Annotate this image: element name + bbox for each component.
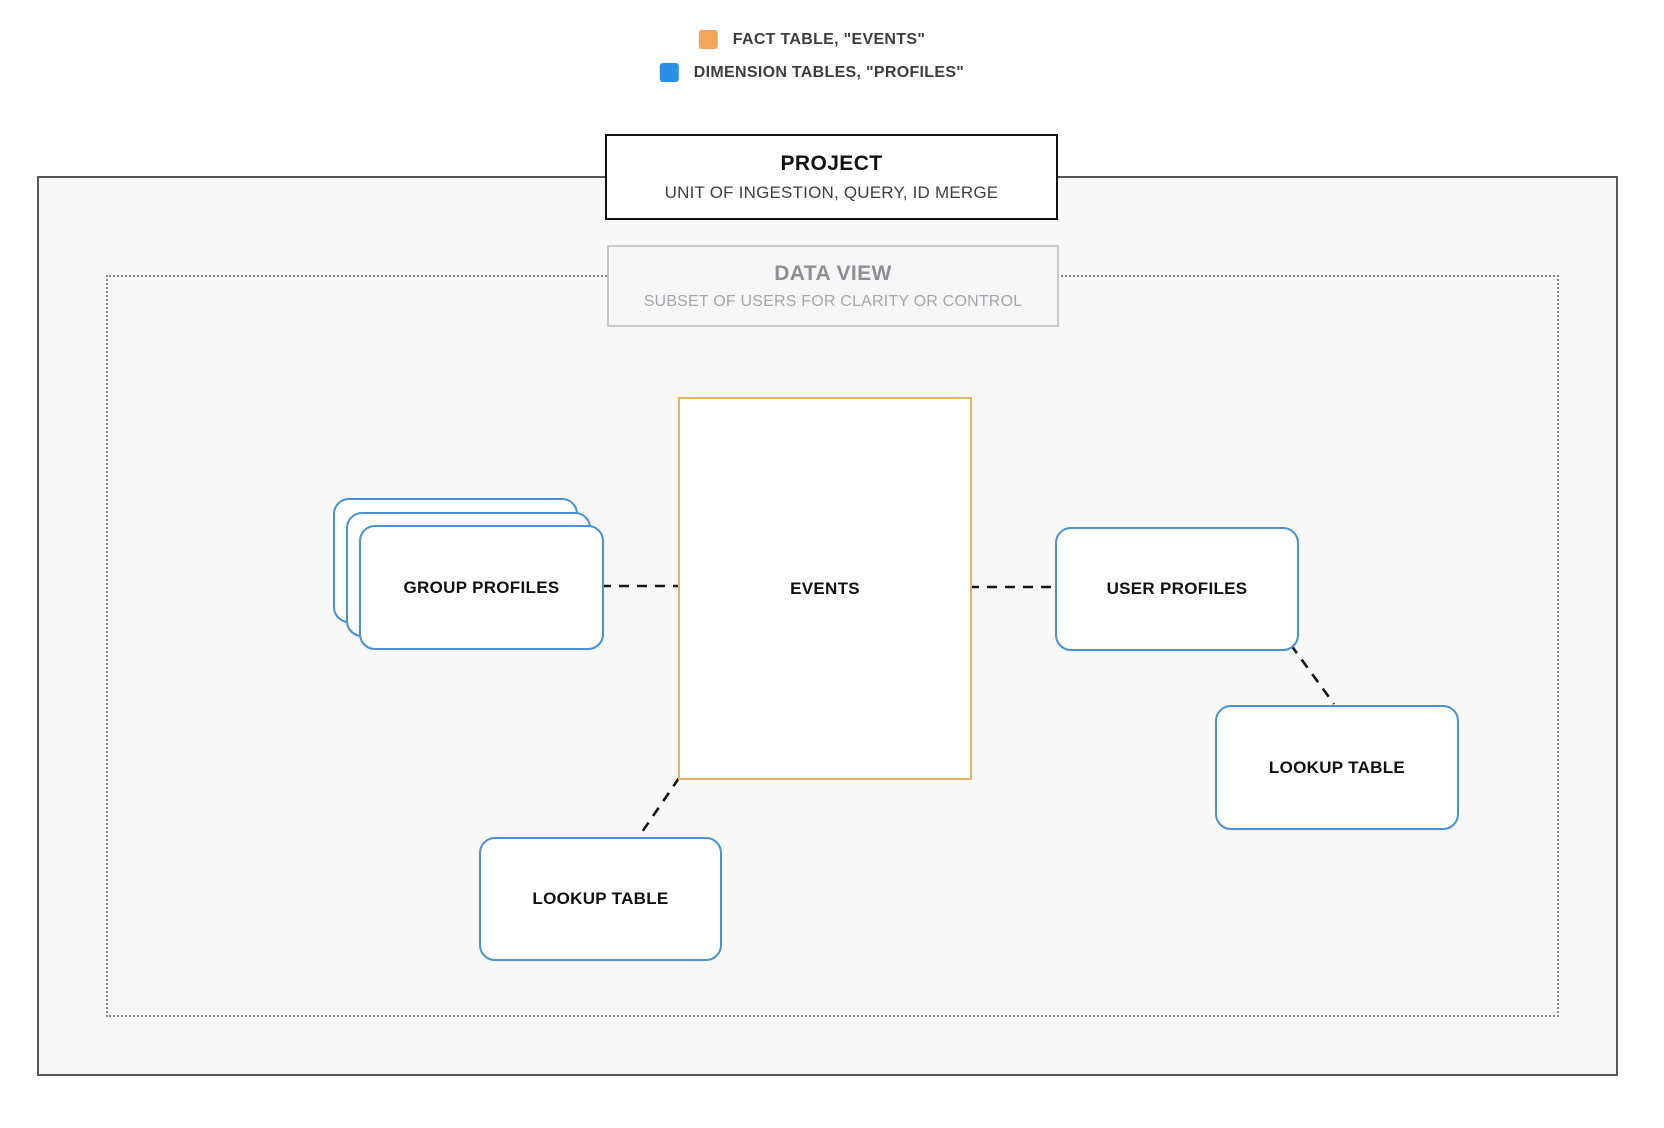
fact-table-swatch-icon [698, 30, 718, 49]
node-lookup-table-right: LOOKUP TABLE [1215, 705, 1459, 830]
project-subtitle: UNIT OF INGESTION, QUERY, ID MERGE [664, 182, 999, 202]
legend-label-fact-table: FACT TABLE, "EVENTS" [732, 30, 926, 48]
legend-item-fact-table: FACT TABLE, "EVENTS" [698, 30, 926, 49]
node-user-profiles: USER PROFILES [1055, 527, 1299, 651]
node-user-profiles-label: USER PROFILES [1106, 579, 1248, 598]
node-group-profiles: GROUP PROFILES [359, 525, 604, 650]
node-events-label: EVENTS [790, 578, 860, 598]
legend-label-dimension-tables: DIMENSION TABLES, "PROFILES" [693, 63, 965, 81]
project-header-box: PROJECT UNIT OF INGESTION, QUERY, ID MER… [605, 134, 1058, 220]
data-view-subtitle: SUBSET OF USERS FOR CLARITY OR CONTROL [643, 292, 1023, 310]
node-events: EVENTS [678, 397, 972, 780]
project-title: PROJECT [780, 151, 883, 175]
legend: FACT TABLE, "EVENTS" DIMENSION TABLES, "… [659, 30, 965, 82]
legend-item-dimension-tables: DIMENSION TABLES, "PROFILES" [659, 63, 965, 82]
data-view-title: DATA VIEW [774, 261, 892, 285]
dimension-table-swatch-icon [659, 63, 679, 82]
data-view-header-box: DATA VIEW SUBSET OF USERS FOR CLARITY OR… [607, 245, 1059, 327]
node-group-profiles-label: GROUP PROFILES [403, 577, 560, 597]
node-lookup-table-right-label: LOOKUP TABLE [1268, 757, 1406, 777]
node-lookup-table-bottom-label: LOOKUP TABLE [532, 889, 669, 908]
node-lookup-table-bottom: LOOKUP TABLE [479, 837, 722, 961]
